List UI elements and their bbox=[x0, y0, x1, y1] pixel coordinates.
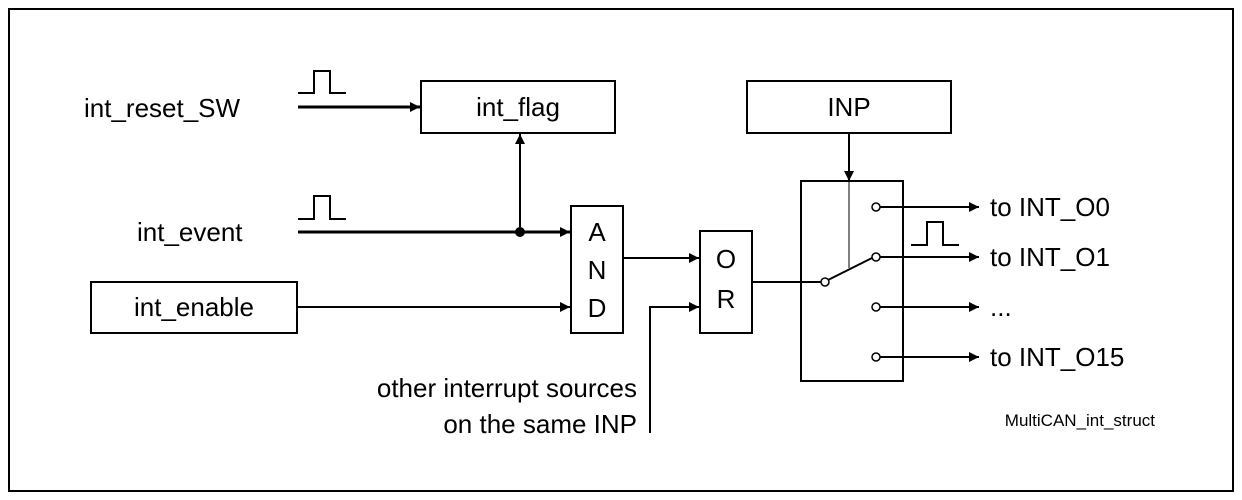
or-gate-letter-r: R bbox=[717, 284, 736, 314]
block-int-enable-label: int_enable bbox=[134, 292, 254, 322]
selector-contact-1 bbox=[871, 252, 881, 262]
output-label-1: to INT_O1 bbox=[990, 242, 1110, 272]
note-other-sources-line1: other interrupt sources bbox=[377, 373, 637, 403]
output-label-2: ... bbox=[990, 292, 1012, 322]
figure-caption: MultiCAN_int_struct bbox=[1005, 411, 1155, 430]
block-int-flag bbox=[420, 80, 616, 134]
selector-common-contact bbox=[820, 277, 830, 287]
block-inp bbox=[746, 80, 952, 134]
input-label-int-reset-sw: int_reset_SW bbox=[84, 93, 241, 123]
and-gate bbox=[570, 205, 624, 334]
and-gate-letter-n: N bbox=[588, 255, 607, 285]
block-inp-label: INP bbox=[827, 92, 870, 122]
block-int-flag-label: int_flag bbox=[476, 92, 560, 122]
output-label-0: to INT_O0 bbox=[990, 192, 1110, 222]
pulse-icon-output bbox=[911, 221, 959, 246]
selector-contact-0 bbox=[871, 202, 881, 212]
and-gate-letter-a: A bbox=[588, 217, 606, 247]
diagram-frame bbox=[8, 8, 1234, 492]
pulse-icon-reset bbox=[298, 70, 346, 94]
selector-contact-3 bbox=[871, 352, 881, 362]
or-gate-letter-o: O bbox=[716, 244, 736, 274]
input-label-int-event: int_event bbox=[137, 217, 243, 247]
note-other-sources-line2: on the same INP bbox=[443, 409, 637, 439]
and-gate-letter-d: D bbox=[588, 293, 607, 323]
selector-switch-arm bbox=[827, 257, 873, 281]
output-label-3: to INT_O15 bbox=[990, 342, 1124, 372]
wire-other-sources-to-or bbox=[649, 302, 699, 433]
selector-contact-2 bbox=[871, 302, 881, 312]
pulse-icon-event bbox=[298, 195, 346, 220]
